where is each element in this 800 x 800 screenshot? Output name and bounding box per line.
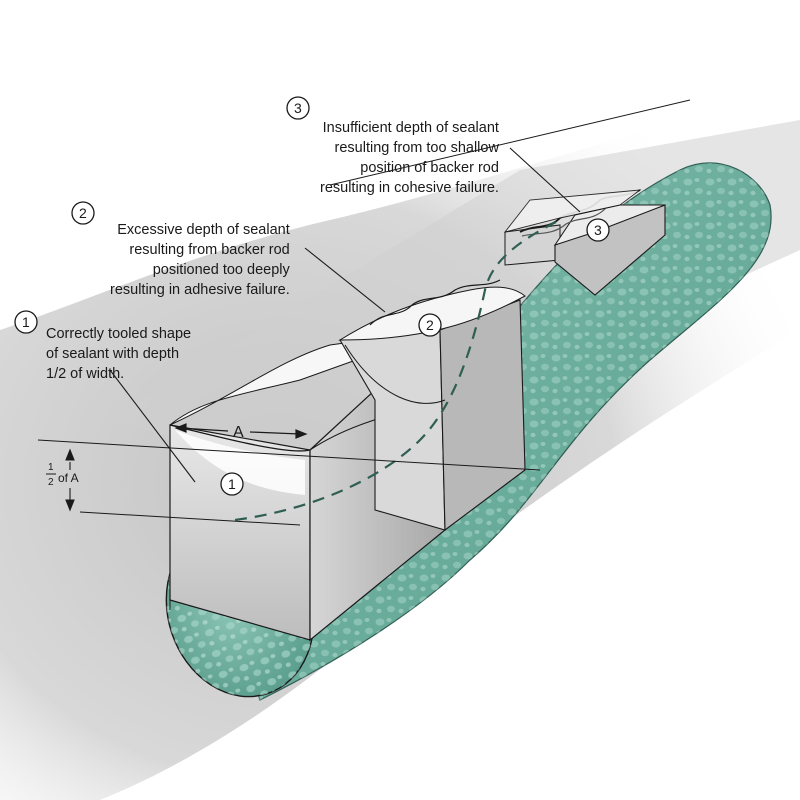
svg-text:3: 3: [594, 222, 602, 238]
svg-text:1: 1: [22, 314, 30, 330]
svg-text:2: 2: [79, 205, 87, 221]
joint-label-3: 3: [586, 218, 610, 242]
reference-lines: [37, 99, 691, 640]
callout-number-3: 3: [286, 96, 310, 120]
callout-3-line: resulting from too shallow: [334, 140, 499, 156]
callout-number-1: 1: [14, 310, 38, 334]
svg-text:3: 3: [294, 100, 302, 116]
callout-text-3: Insufficient depth of sealant resulting …: [320, 118, 499, 198]
joint-label-2: 2: [418, 313, 442, 337]
svg-text:2: 2: [426, 317, 434, 333]
joint-label-1: 1: [220, 472, 244, 496]
rod-reference-dashed-line: [234, 219, 561, 522]
dimension-a: [174, 423, 308, 439]
callout-1-line: of sealant with depth: [46, 346, 180, 362]
callout-number-2: 2: [71, 201, 95, 225]
half-fraction-numerator: 1: [48, 462, 54, 473]
callout-2-line: resulting from backer rod: [129, 242, 290, 258]
half-of-a-label: of A: [58, 471, 79, 485]
callout-3-line: Insufficient depth of sealant: [322, 120, 499, 136]
callout-2-line: positioned too deeply: [152, 262, 290, 278]
dimension-a-label: A: [233, 424, 244, 441]
leader-lines: [109, 147, 581, 483]
callout-3-line: position of backer rod: [360, 160, 499, 176]
svg-text:1: 1: [228, 476, 236, 492]
callout-2-line: resulting in adhesive failure.: [110, 282, 290, 298]
callout-1-line: Correctly tooled shape: [46, 326, 192, 342]
callout-3-line: resulting in cohesive failure.: [320, 180, 499, 196]
callout-1-line: 1/2 of width.: [46, 366, 125, 382]
callout-text-2: Excessive depth of sealant resulting fro…: [110, 220, 290, 300]
dimension-half-a: [65, 448, 75, 512]
callout-2-line: Excessive depth of sealant: [117, 222, 290, 238]
callout-text-1: Correctly tooled shape of sealant with d…: [46, 324, 191, 384]
half-fraction-denominator: 2: [48, 477, 54, 488]
